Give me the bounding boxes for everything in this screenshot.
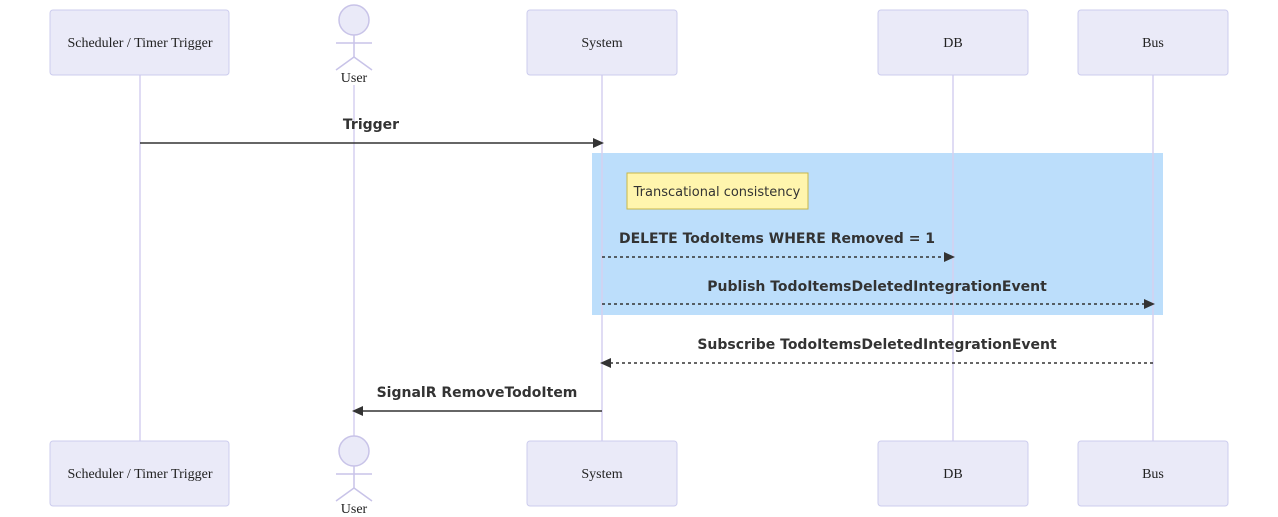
arrow-right-icon [593,138,604,148]
participant-label: System [581,36,622,51]
message-label: Trigger [343,117,399,133]
message-label: Subscribe TodoItemsDeletedIntegrationEve… [697,337,1057,353]
participant-label: System [581,467,622,482]
arrow-left-icon [352,406,363,416]
message-trigger: Trigger [140,117,604,148]
participant-label: DB [943,467,962,482]
message-publish: Publish TodoItemsDeletedIntegrationEvent [602,279,1155,309]
participant-system-top: System [526,9,678,76]
participant-bus-bottom: Bus [1077,440,1229,507]
message-label: Publish TodoItemsDeletedIntegrationEvent [707,279,1047,295]
participant-label: Bus [1142,36,1164,51]
participant-label: Scheduler / Timer Trigger [67,467,212,482]
arrow-right-icon [1144,299,1155,309]
actor-user-top: User [335,4,373,86]
participant-bus-top: Bus [1077,9,1229,76]
message-label: DELETE TodoItems WHERE Removed = 1 [619,231,935,247]
actor-user-bottom: User [335,435,373,517]
person-icon [335,435,373,502]
participant-system-bottom: System [526,440,678,507]
note-transactional: Transcational consistency [626,172,809,210]
participant-scheduler-top: Scheduler / Timer Trigger [49,9,230,76]
person-icon [335,4,373,71]
message-delete: DELETE TodoItems WHERE Removed = 1 [602,231,955,262]
participant-label: Scheduler / Timer Trigger [67,36,212,51]
arrow-left-icon [600,358,611,368]
message-label: SignalR RemoveTodoItem [377,385,578,401]
participant-label: DB [943,36,962,51]
actor-label: User [341,502,368,517]
participant-scheduler-bottom: Scheduler / Timer Trigger [49,440,230,507]
message-signalr: SignalR RemoveTodoItem [352,385,602,416]
participant-label: Bus [1142,467,1164,482]
participant-db-bottom: DB [877,440,1029,507]
actor-label: User [341,71,368,86]
arrow-right-icon [944,252,955,262]
note-label: Transcational consistency [633,185,801,200]
message-subscribe: Subscribe TodoItemsDeletedIntegrationEve… [600,337,1153,368]
participant-db-top: DB [877,9,1029,76]
